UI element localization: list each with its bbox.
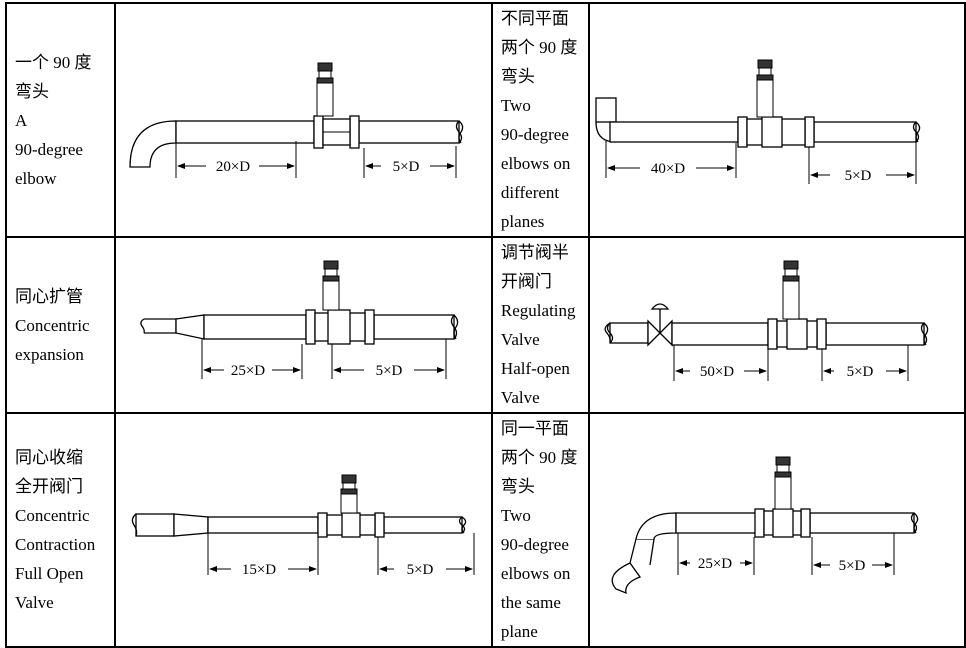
- label-line: 同心收缩: [15, 448, 83, 467]
- label-line: 同一平面: [500, 419, 569, 438]
- diagram-cell: 50×D 5×D: [587, 236, 966, 414]
- label-line: 90-degree: [500, 125, 569, 144]
- label-line: Regulating: [500, 301, 576, 320]
- downstream-distance: 5×D: [839, 558, 866, 574]
- label-line: Concentric: [15, 315, 90, 335]
- label-line: Contraction: [15, 535, 96, 554]
- label-line: elbow: [15, 168, 57, 188]
- table-row: 同心扩管 Concentric expansion: [5, 236, 966, 414]
- label-line: Valve: [500, 388, 540, 407]
- label-line: 一个 90 度: [15, 52, 92, 72]
- concentric-expansion-diagram: 25×D 5×D: [140, 260, 459, 379]
- condition-label-cell: 同心收缩 全开阀门 Concentric Contraction Full Op…: [5, 412, 116, 648]
- diagram-cell: 20×D 5×D: [113, 2, 493, 238]
- label-line: Concentric: [15, 506, 90, 525]
- two-elbows-same-plane-diagram: 25×D 5×D: [611, 456, 919, 594]
- concentric-contraction-diagram: 15×D 5×D: [131, 474, 475, 578]
- label-line: 弯头: [500, 67, 535, 86]
- upstream-distance: 50×D: [700, 364, 734, 380]
- condition-label-cell: 同心扩管 Concentric expansion: [5, 236, 116, 414]
- half-open-valve-diagram: 50×D 5×D: [604, 260, 929, 381]
- label-line: 调节阀半: [500, 243, 569, 262]
- diagram-cell: 40×D 5×D: [587, 2, 966, 238]
- pipe-installation-table: 一个 90 度 弯头 A 90-degree elbow: [5, 2, 966, 648]
- label-line: 90-degree: [15, 139, 83, 159]
- upstream-distance: 20×D: [216, 159, 250, 175]
- label-line: different: [500, 183, 560, 202]
- diagram-cell: 25×D 5×D: [587, 412, 966, 648]
- label-line: 开阀门: [500, 272, 552, 291]
- table-row: 一个 90 度 弯头 A 90-degree elbow: [5, 2, 966, 238]
- label-line: plane: [500, 622, 538, 641]
- upstream-distance: 15×D: [242, 562, 276, 578]
- label-line: Valve: [15, 593, 54, 612]
- downstream-distance: 5×D: [407, 562, 434, 578]
- label-line: 弯头: [500, 477, 535, 496]
- downstream-distance: 5×D: [847, 364, 874, 380]
- condition-label-cell: 调节阀半 开阀门 Regulating Valve Half-open Valv…: [490, 236, 590, 414]
- downstream-distance: 5×D: [376, 363, 403, 379]
- label-line: the same: [500, 593, 561, 612]
- label-line: Two: [500, 506, 531, 525]
- label-line: expansion: [15, 344, 84, 364]
- label-line: 不同平面: [500, 9, 569, 28]
- condition-label-cell: 不同平面 两个 90 度 弯头 Two 90-degree elbows on …: [490, 2, 590, 238]
- label-line: 全开阀门: [15, 477, 83, 496]
- upstream-distance: 25×D: [698, 556, 732, 572]
- table-row: 同心收缩 全开阀门 Concentric Contraction Full Op…: [5, 412, 966, 648]
- downstream-distance: 5×D: [393, 159, 420, 175]
- label-line: Two: [500, 96, 531, 115]
- label-line: Valve: [500, 330, 540, 349]
- label-line: Full Open: [15, 564, 84, 583]
- single-elbow-diagram: 20×D 5×D: [129, 62, 464, 178]
- label-line: 弯头: [15, 81, 49, 101]
- label-line: 90-degree: [500, 535, 569, 554]
- label-line: 两个 90 度: [500, 448, 578, 467]
- label-line: 同心扩管: [15, 286, 83, 306]
- diagram-cell: 15×D 5×D: [113, 412, 493, 648]
- upstream-distance: 40×D: [651, 161, 685, 177]
- upstream-distance: 25×D: [231, 363, 265, 379]
- label-line: planes: [500, 212, 545, 231]
- label-line: A: [15, 110, 28, 130]
- condition-label-cell: 同一平面 两个 90 度 弯头 Two 90-degree elbows on …: [490, 412, 590, 648]
- label-line: elbows on: [500, 564, 571, 583]
- label-line: 两个 90 度: [500, 38, 578, 57]
- diagram-cell: 25×D 5×D: [113, 236, 493, 414]
- label-line: elbows on: [500, 154, 571, 173]
- label-line: Half-open: [500, 359, 570, 378]
- downstream-distance: 5×D: [845, 168, 872, 184]
- condition-label-cell: 一个 90 度 弯头 A 90-degree elbow: [5, 2, 116, 238]
- two-elbows-different-planes-diagram: 40×D 5×D: [595, 59, 921, 184]
